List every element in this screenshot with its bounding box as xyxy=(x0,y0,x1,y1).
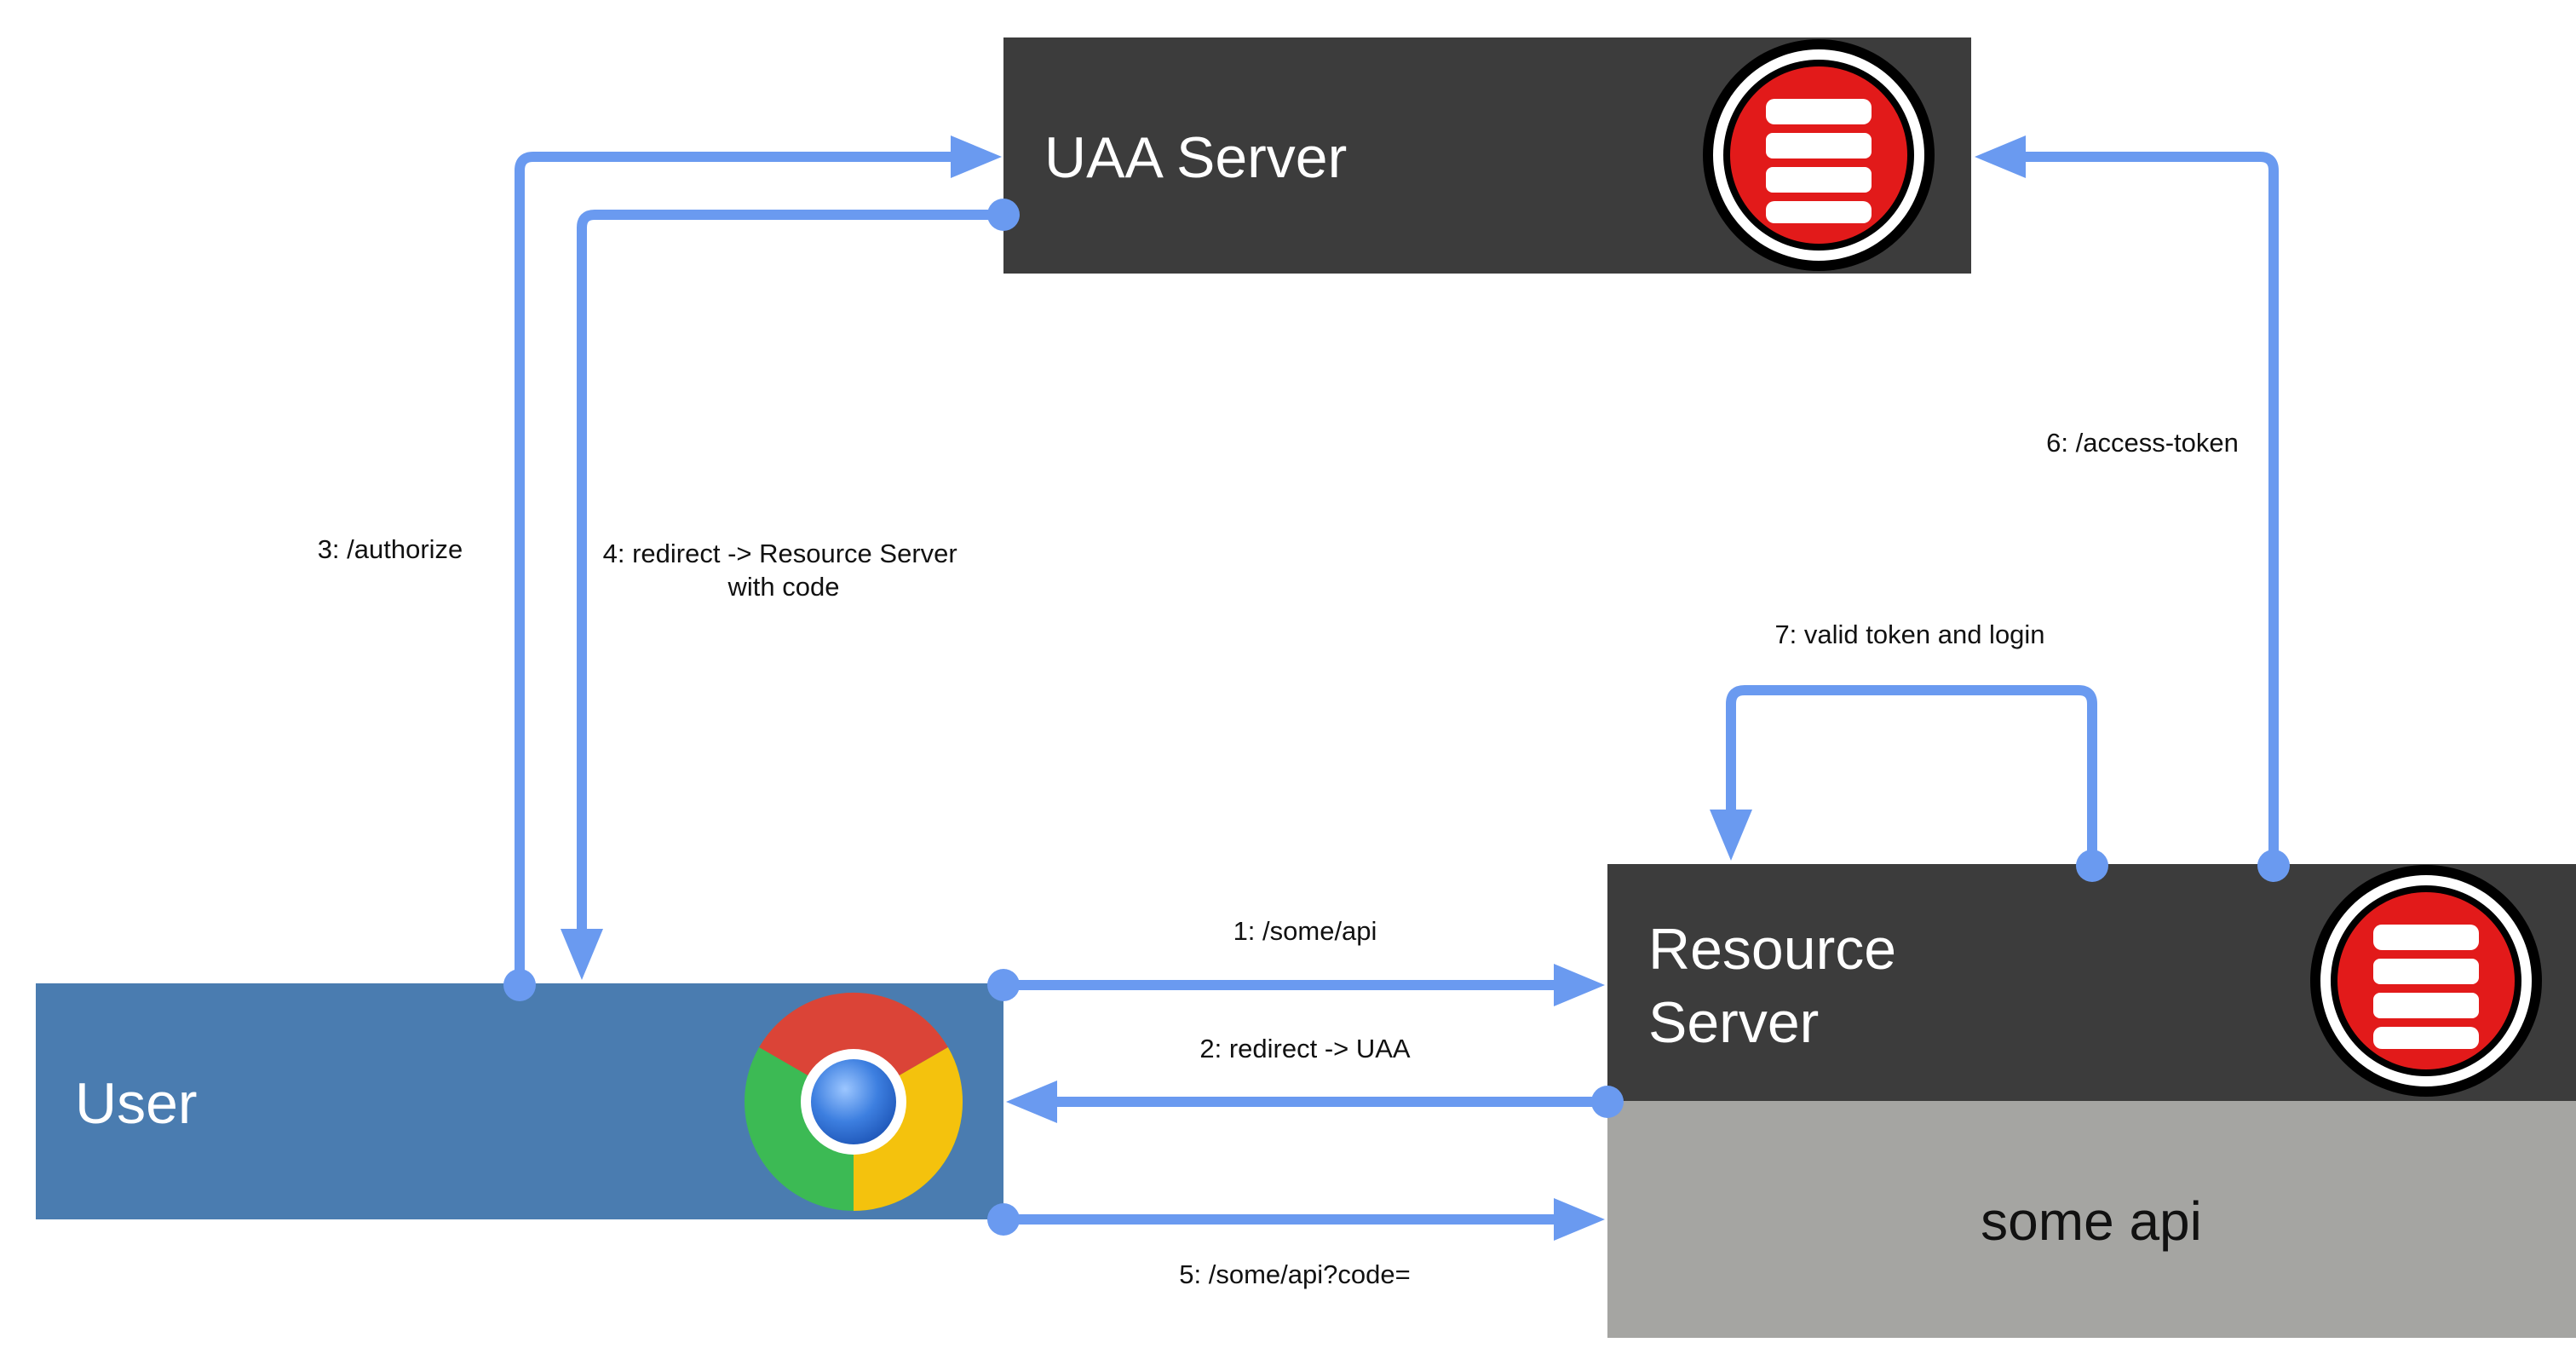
edge-1-label: 1: /some/api xyxy=(1233,916,1377,946)
database-icon xyxy=(1703,39,1935,271)
edge-6-label: 6: /access-token xyxy=(2046,428,2239,458)
edge-7-valid-token xyxy=(1710,685,2108,882)
edge-3-authorize xyxy=(503,135,1002,1001)
uaa-server-node: UAA Server xyxy=(1003,37,1971,274)
database-icon xyxy=(2310,865,2542,1097)
edge-3-label: 3: /authorize xyxy=(318,534,463,564)
edge-2-redirect-uaa xyxy=(1006,1081,1624,1123)
resource-server-label: Resource Server xyxy=(1648,917,1912,1055)
some-api-node: some api xyxy=(1607,1101,2576,1338)
edge-4-redirect-resource xyxy=(561,199,1020,980)
some-api-label: some api xyxy=(1981,1190,2202,1252)
edge-5-label: 5: /some/api?code= xyxy=(1179,1259,1410,1289)
edge-4-label-line2: with code xyxy=(727,572,840,602)
edge-4-label-line1: 4: redirect -> Resource Server xyxy=(603,539,957,568)
edge-5-some-api-code xyxy=(987,1198,1605,1241)
resource-server-label-line1: Resource xyxy=(1648,917,1896,982)
edge-2-label: 2: redirect -> UAA xyxy=(1199,1034,1411,1063)
chrome-browser-icon xyxy=(745,992,963,1211)
resource-server-node: Resource Server xyxy=(1607,864,2576,1101)
user-label: User xyxy=(75,1071,198,1136)
edge-4-label: 4: redirect -> Resource Server with code xyxy=(603,539,965,602)
edge-6-access-token xyxy=(1975,135,2290,882)
edge-7-label: 7: valid token and login xyxy=(1774,619,2044,649)
edge-1-some-api xyxy=(987,964,1605,1006)
user-node: User xyxy=(36,983,1003,1219)
uaa-server-label: UAA Server xyxy=(1044,125,1347,190)
resource-server-label-line2: Server xyxy=(1648,990,1819,1055)
